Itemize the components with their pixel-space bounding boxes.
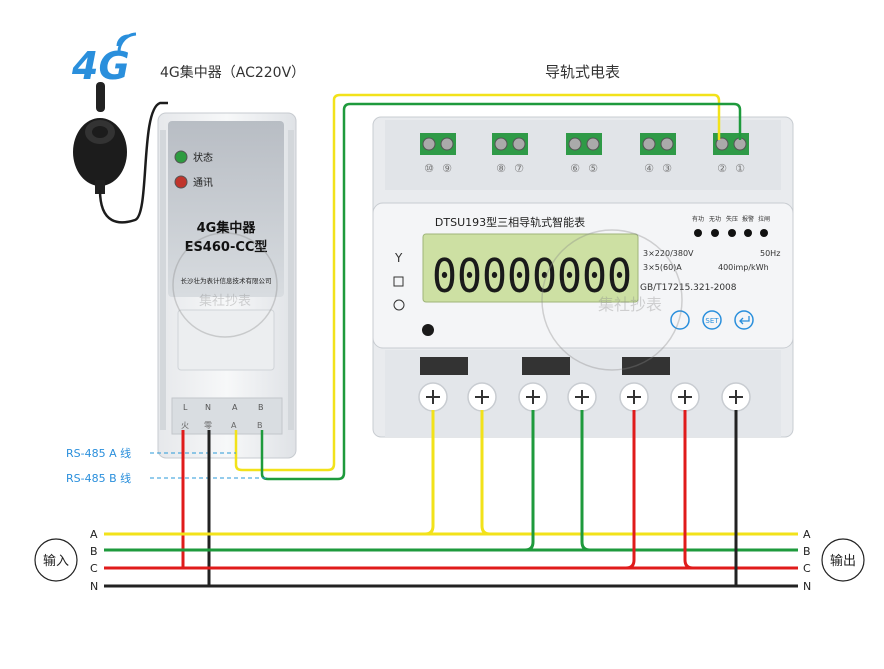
spec-current: 3×5(60)A xyxy=(643,263,682,272)
phase-label-n-left: N xyxy=(90,580,98,593)
status-led xyxy=(174,150,188,164)
top-term-2: ② xyxy=(717,162,727,175)
meter-b-out xyxy=(580,410,591,552)
input-label: 输入 xyxy=(43,553,69,569)
meter-device: ⑩ ⑨ ⑧ ⑦ ⑥ ⑤ ④ ③ ② ① DTSU193型三相导轨式智能表 有功 … xyxy=(372,116,794,438)
rs485-a-label: RS-485 A 线 xyxy=(66,446,131,460)
top-term-6: ⑥ xyxy=(570,162,580,175)
optical-port-icon xyxy=(422,324,434,336)
status-label: 状态 xyxy=(193,151,213,164)
spec-standard: GB/T17215.321-2008 xyxy=(640,283,737,293)
meter-a-out xyxy=(480,410,491,536)
top-term-7: ⑦ xyxy=(514,162,524,175)
meter-c-in xyxy=(625,410,636,570)
page-button[interactable] xyxy=(670,310,690,330)
antenna-icon xyxy=(73,82,168,224)
top-term-5: ⑤ xyxy=(588,162,598,175)
spec-freq: 50Hz xyxy=(760,249,780,258)
output-badge xyxy=(821,538,865,582)
double-insulation-icon xyxy=(393,276,404,287)
phase-label-c-right: C xyxy=(803,562,811,575)
meter-model: DTSU193型三相导轨式智能表 xyxy=(435,215,585,229)
phase-label-a-right: A xyxy=(803,528,811,541)
concentrator-terminal-labels: L N A B 火 零 A B xyxy=(181,403,264,430)
terminal-cn-A: A xyxy=(231,421,237,430)
top-term-1: ① xyxy=(735,162,745,175)
rs485-b-label: RS-485 B 线 xyxy=(66,471,131,485)
svg-text:无功: 无功 xyxy=(709,215,721,223)
top-term-9: ⑨ xyxy=(442,162,452,175)
phase-label-c-left: C xyxy=(90,562,98,575)
phase-label-b-right: B xyxy=(803,545,811,558)
terminal-label-B: B xyxy=(258,403,264,412)
logo-4g-text: 4G xyxy=(71,44,130,88)
rs485-a-wire xyxy=(234,93,721,472)
top-term-3: ③ xyxy=(662,162,672,175)
meter-a-in xyxy=(424,410,435,536)
title-concentrator: 4G集中器（AC220V） xyxy=(160,64,305,81)
svg-text:集社抄表: 集社抄表 xyxy=(199,293,251,309)
meter-lcd-value: 00000000 xyxy=(432,249,632,303)
phase-label-b-left: B xyxy=(90,545,98,558)
output-label: 输出 xyxy=(830,553,856,569)
antenna-symbol-icon: Y xyxy=(394,251,403,265)
comm-label: 通讯 xyxy=(193,177,213,189)
svg-text:有功: 有功 xyxy=(692,215,704,223)
terminal-cn-N: 零 xyxy=(204,421,212,430)
concentrator-name-1: 4G集中器 xyxy=(197,220,257,236)
comm-led xyxy=(174,175,188,189)
watermark: 集社抄表 集社抄表 xyxy=(172,229,683,371)
svg-text:集社抄表: 集社抄表 xyxy=(598,295,662,314)
set-button-label: SET xyxy=(705,317,719,325)
concentrator-name-2: ES460-CC型 xyxy=(185,239,268,255)
concentrator-maker: 长沙壮为表计信息技术有限公司 xyxy=(181,276,272,285)
class-icon xyxy=(393,299,405,311)
terminal-label-A: A xyxy=(232,403,238,412)
spec-imp: 400imp/kWh xyxy=(718,263,769,272)
phase-label-a-left: A xyxy=(90,528,98,541)
meter-indicator-leds xyxy=(694,229,768,237)
4g-logo: 4G xyxy=(71,32,137,88)
svg-text:失压: 失压 xyxy=(726,215,738,223)
meter-b-in xyxy=(524,410,535,552)
phase-label-n-right: N xyxy=(803,580,811,593)
meter-lcd xyxy=(422,233,639,303)
input-badge xyxy=(34,538,78,582)
top-term-10: ⑩ xyxy=(424,162,434,175)
svg-text:拉闸: 拉闸 xyxy=(758,215,770,223)
enter-icon xyxy=(739,316,750,325)
top-term-4: ④ xyxy=(644,162,654,175)
terminal-cn-L: 火 xyxy=(181,421,189,430)
meter-c-out xyxy=(683,410,694,570)
enter-button[interactable] xyxy=(734,310,754,330)
set-button[interactable] xyxy=(702,310,722,330)
spec-voltage: 3×220/380V xyxy=(643,249,694,258)
svg-text:报警: 报警 xyxy=(742,215,754,223)
terminal-label-N: N xyxy=(205,403,211,412)
terminal-cn-B: B xyxy=(257,421,263,430)
top-term-8: ⑧ xyxy=(496,162,506,175)
terminal-label-L: L xyxy=(183,403,188,412)
concentrator-device: 状态 通讯 4G集中器 ES460-CC型 长沙壮为表计信息技术有限公司 L N… xyxy=(157,112,297,459)
meter-indicator-labels: 有功 无功 失压 报警 拉闸 xyxy=(692,215,770,223)
title-meter: 导轨式电表 xyxy=(545,63,620,81)
